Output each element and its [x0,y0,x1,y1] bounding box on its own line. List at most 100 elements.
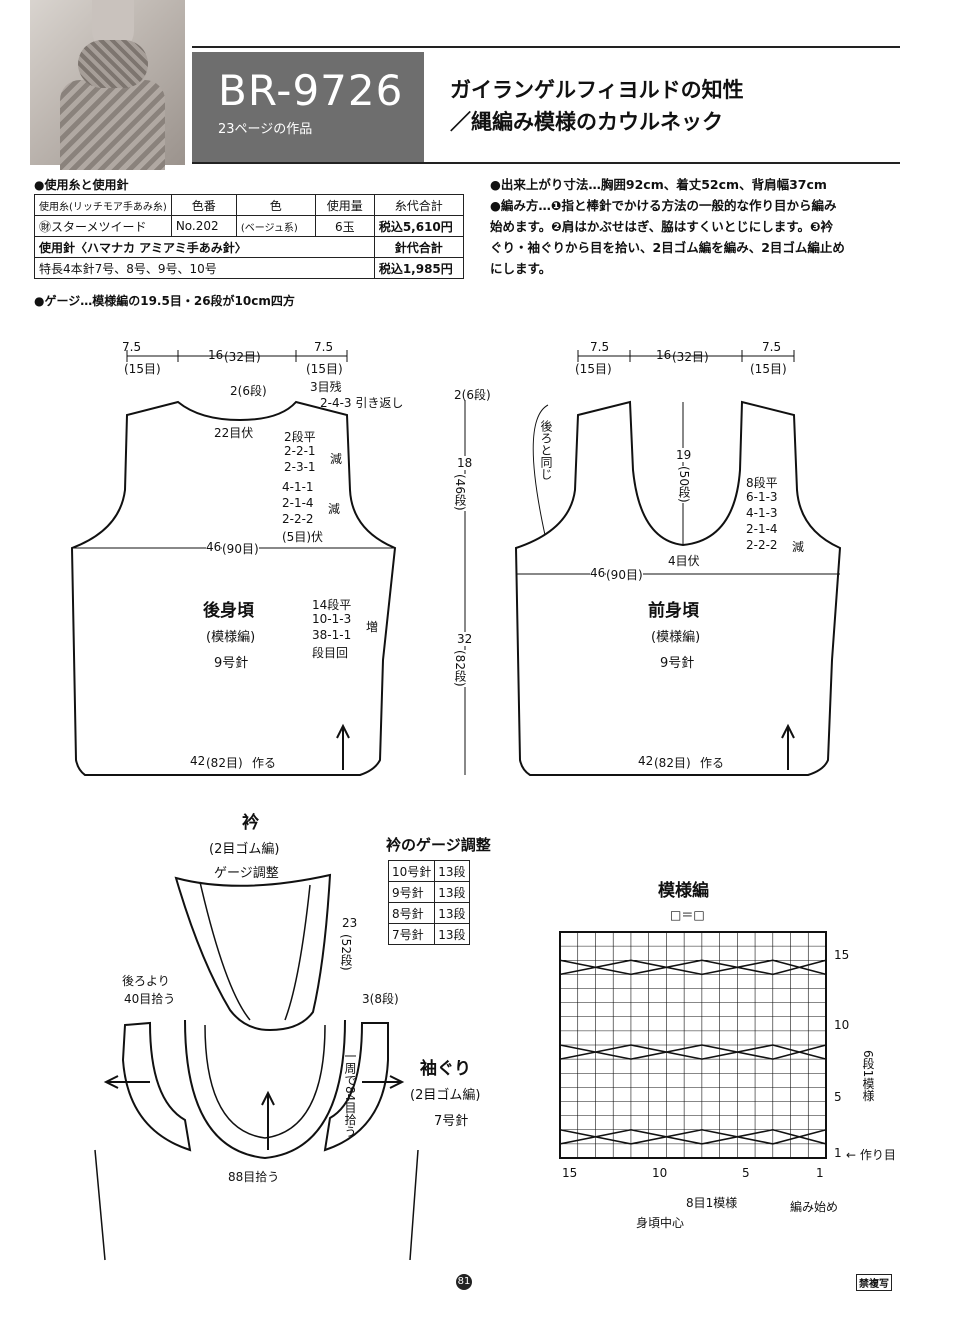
size-line: ●出来上がり寸法…胸囲92cm、着丈52cm、背肩幅37cm [490,177,827,192]
back-dec2-b: 2-1-4 [282,496,314,510]
chart-repeat-cols: 8目1模様 [686,1196,738,1210]
front-name: 前身頃 [648,601,699,621]
needle-sizes: 特長4本針7号、8号、9号、10号 [34,257,375,279]
back-name: 後身頃 [203,601,254,621]
back-w-right: 7.5 [314,340,334,354]
front-hem-st: (82目) [654,754,691,771]
title-line-2: ／縄編み模様のカウルネック [450,110,723,134]
gauge-rows: 13段 [434,902,470,924]
v-body: 32 [457,632,473,646]
back-dec1-c: 2-3-1 [284,460,316,474]
back-dec1-a: 2段平 [284,430,316,444]
front-dec-a: 8段平 [746,476,778,490]
back-inc-label: 増 [366,620,379,634]
pattern-subcode: 23ページの作品 [218,122,313,137]
back-w-mid-st: (32目) [224,350,261,364]
armhole-title: 袖ぐり [420,1059,471,1079]
cable-cross [559,959,632,976]
collar-grain-arrow [261,1090,275,1150]
collar-inner-right [284,884,311,1021]
front-same-as-back: 後ろと同じ [539,420,553,480]
cable-cross [559,1128,632,1145]
materials-heading: ●使用糸と使用針 [34,178,129,192]
sweater-body [60,80,165,170]
cable-cross [772,1128,827,1145]
back-bind-remain: 3目残 [310,380,342,394]
front-w-right-st: (15目) [750,362,787,376]
page-number: 81 [456,1274,472,1290]
collar-title: 衿 [242,813,259,833]
needle-label: 使用針〈ハマナカ アミアミ手あみ針〉 [34,236,375,258]
back-dec2-c: 2-2-2 [282,512,314,526]
v-body-st: (82段) [452,650,469,687]
back-chest: 46 [206,540,222,554]
chart-cast-on: ← 作り目 [846,1148,896,1162]
back-neck-depth: 2(6段) [230,384,267,398]
chart-col-5: 5 [742,1166,750,1180]
collar-gauge-adj: ゲージ調整 [214,866,279,881]
back-w-mid: 16 [208,348,224,362]
chart-center: 身頃中心 [636,1216,685,1230]
front-dec-d: 2-1-4 [746,522,778,536]
back-neck-bind: 22目伏 [214,426,254,440]
lower-body-sides [94,1149,419,1261]
pattern-chart-grid [559,931,827,1159]
back-needle: 9号針 [214,656,249,671]
chart-gridlines [559,932,827,1158]
cable-cross [701,959,773,976]
copy-stamp: 禁複写 [856,1274,892,1291]
front-dec-c: 4-1-3 [746,506,778,520]
back-body-outline [70,400,397,776]
title-line-1: ガイランゲルフィヨルドの知性 [450,78,744,102]
chart-row-10: 10 [834,1018,850,1032]
armhole-needle: 7号針 [434,1114,469,1129]
pattern-code: BR-9726 [218,66,404,115]
front-chest: 46 [590,566,606,580]
front-body-outline [514,400,842,776]
front-neck-depth-st: (50段) [676,466,693,503]
gauge-rows: 13段 [434,881,470,903]
collar-height-st: (52段) [339,934,353,971]
col-amount: 使用量 [314,194,375,216]
front-needle: 9号針 [660,656,695,671]
code-box [192,52,424,162]
front-width-dim [577,350,795,362]
back-width-dim [126,350,348,362]
back-hem-st: (82目) [206,754,243,771]
back-pattern: (模様編) [206,630,256,645]
gauge-table-title: 衿のゲージ調整 [386,836,491,854]
chart-start: 編み始め [790,1200,839,1214]
chart-repeat-rows: 6段1模様 [861,1050,875,1102]
cable-cross [630,1128,703,1145]
collar-pick-back: 後ろより [122,974,170,988]
front-w-mid-st: (32目) [672,350,709,364]
back-dec2-d: (5目)伏 [282,530,323,544]
front-neck-bind: 4目伏 [668,554,700,568]
gauge-needle: 8号針 [387,902,436,924]
back-dec2-a: 4-1-1 [282,480,314,494]
cable-cross [559,1044,632,1060]
back-inc-d: 段目回 [312,646,349,660]
chart-title: 模様編 [658,881,709,901]
back-hem-label: 作る [252,754,277,771]
back-inc-c: 38-1-1 [312,628,352,642]
back-w-right-st: (15目) [306,362,343,376]
back-dec1-b: 2-2-1 [284,444,316,458]
back-dec-label-1: 減 [330,452,343,466]
chart-col-15: 15 [562,1166,578,1180]
method-line-3: ぐり・袖ぐりから目を拾い、2目ゴム編を編み、2目ゴム編止め [490,240,845,255]
gauge-needle: 9号針 [387,881,436,903]
collar-height: 23 [342,916,358,930]
collar-pick-back-2: 40目拾う [124,992,176,1006]
method-line-2: 始めます。❷肩はかぶせはぎ、脇はすくいとじにします。❸衿 [490,219,834,234]
method-line-4: にします。 [490,261,552,276]
gauge-note: ●ゲージ…模様編の19.5目・26段が10cm四方 [34,294,295,308]
cable-cross [772,1044,827,1060]
collar-inner [199,881,251,1021]
back-grain-arrow [336,723,350,770]
front-neck-depth: 19 [676,448,692,462]
cable-cross [772,959,827,976]
front-grain-arrow [781,723,795,770]
back-hem: 42 [190,754,206,768]
